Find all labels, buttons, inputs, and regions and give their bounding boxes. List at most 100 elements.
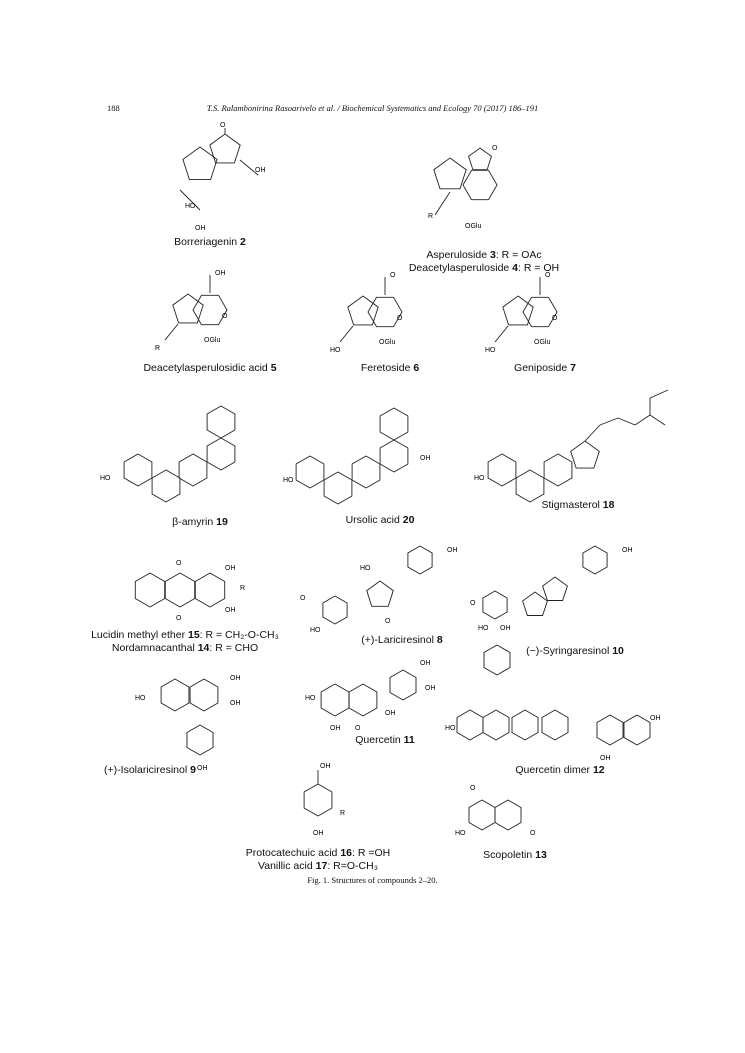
bond	[634, 414, 651, 426]
ring	[596, 714, 624, 746]
compound-label: (+)-Lariciresinol 8	[361, 634, 443, 646]
atom-label: OH	[330, 725, 341, 732]
ring-5	[570, 440, 600, 469]
ring	[623, 714, 651, 746]
atom-label: R	[428, 213, 433, 220]
atom-label: O	[492, 145, 498, 152]
atom-label: OH	[447, 547, 458, 554]
bond	[584, 424, 601, 442]
bond	[649, 389, 669, 399]
compound-label: (−)-Syringaresinol 10	[526, 645, 624, 657]
atom-label: O	[397, 315, 403, 322]
atom-label: OH	[600, 755, 611, 762]
ring	[295, 455, 325, 489]
atom-label: HO	[100, 475, 111, 482]
ring	[543, 453, 573, 487]
atom-label: OH	[225, 565, 236, 572]
atom-label: OH	[195, 225, 206, 232]
compound-label: Quercetin 11	[355, 734, 415, 746]
ring	[494, 799, 522, 831]
ring	[192, 294, 228, 326]
atom-label: HO	[185, 203, 196, 210]
atom-label: OH	[230, 700, 241, 707]
atom-label: O	[390, 272, 396, 279]
ring	[511, 709, 539, 741]
atom-label: O	[176, 615, 182, 622]
compound-label: (+)-Isolariciresinol 9	[104, 764, 196, 776]
atom-label: HO	[310, 627, 321, 634]
atom-label: HO	[330, 347, 341, 354]
atom-label: O	[355, 725, 361, 732]
bond	[164, 323, 179, 341]
atom-label: HO	[305, 695, 316, 702]
atom-label: OH	[500, 625, 511, 632]
ring	[151, 469, 181, 503]
ring	[367, 296, 403, 328]
ring	[482, 709, 510, 741]
ring	[483, 644, 511, 676]
ring	[522, 296, 558, 328]
atom-label: O	[385, 618, 391, 625]
atom-label: OH	[215, 270, 226, 277]
ring	[351, 455, 381, 489]
compound-label: Feretoside 6	[360, 362, 420, 374]
atom-label: OH	[425, 685, 436, 692]
compound-label: Geniposide 7	[514, 362, 576, 374]
ring	[456, 709, 484, 741]
ring	[348, 683, 378, 717]
atom-label: OH	[313, 830, 324, 837]
atom-label: HO	[360, 565, 371, 572]
atom-label: OH	[650, 715, 661, 722]
atom-label: OH	[320, 763, 331, 770]
atom-label: OH	[230, 675, 241, 682]
bond	[599, 417, 619, 426]
ring-5	[468, 147, 492, 171]
ring	[123, 453, 153, 487]
figure-caption: Fig. 1. Structures of compounds 2–20.	[307, 875, 438, 885]
running-title: T.S. Ralambonirina Rasoarivelo et al. / …	[206, 103, 539, 113]
bond	[649, 414, 666, 426]
compound-label: Deacetylasperulosidic acid 5	[143, 362, 277, 374]
ring	[164, 572, 196, 608]
bond	[239, 159, 259, 176]
ring	[323, 471, 353, 505]
atom-label: OGlu	[379, 339, 395, 346]
ring-5	[433, 157, 467, 190]
atom-label: HO	[283, 477, 294, 484]
compound-label: Scopoletin 13	[483, 849, 547, 861]
ring-5	[502, 295, 534, 326]
atom-label: O	[530, 830, 536, 837]
ring-5	[542, 576, 568, 601]
atom-label: O	[222, 313, 228, 320]
ring	[515, 469, 545, 503]
ring	[134, 572, 166, 608]
page-number: 188	[107, 103, 120, 113]
atom-label: OGlu	[534, 339, 550, 346]
ring	[541, 709, 569, 741]
ring	[194, 572, 226, 608]
ring	[206, 405, 236, 439]
atom-label: O	[470, 785, 476, 792]
compound-label: Ursolic acid 20	[345, 514, 415, 526]
ring	[160, 678, 190, 712]
ring	[379, 439, 409, 473]
ring	[206, 437, 236, 471]
atom-label: R	[240, 585, 245, 592]
ring	[389, 669, 417, 701]
atom-label: OH	[225, 607, 236, 614]
ring	[482, 590, 508, 620]
bond	[434, 191, 451, 216]
atom-label: HO	[478, 625, 489, 632]
atom-label: HO	[135, 695, 146, 702]
atom-label: OH	[385, 710, 396, 717]
compound-label: β-amyrin 19	[172, 516, 228, 528]
bond	[339, 325, 354, 343]
atom-label: HO	[455, 830, 466, 837]
ring	[487, 453, 517, 487]
ring-5	[172, 293, 204, 324]
ring	[407, 545, 433, 575]
atom-label: O	[470, 600, 476, 607]
